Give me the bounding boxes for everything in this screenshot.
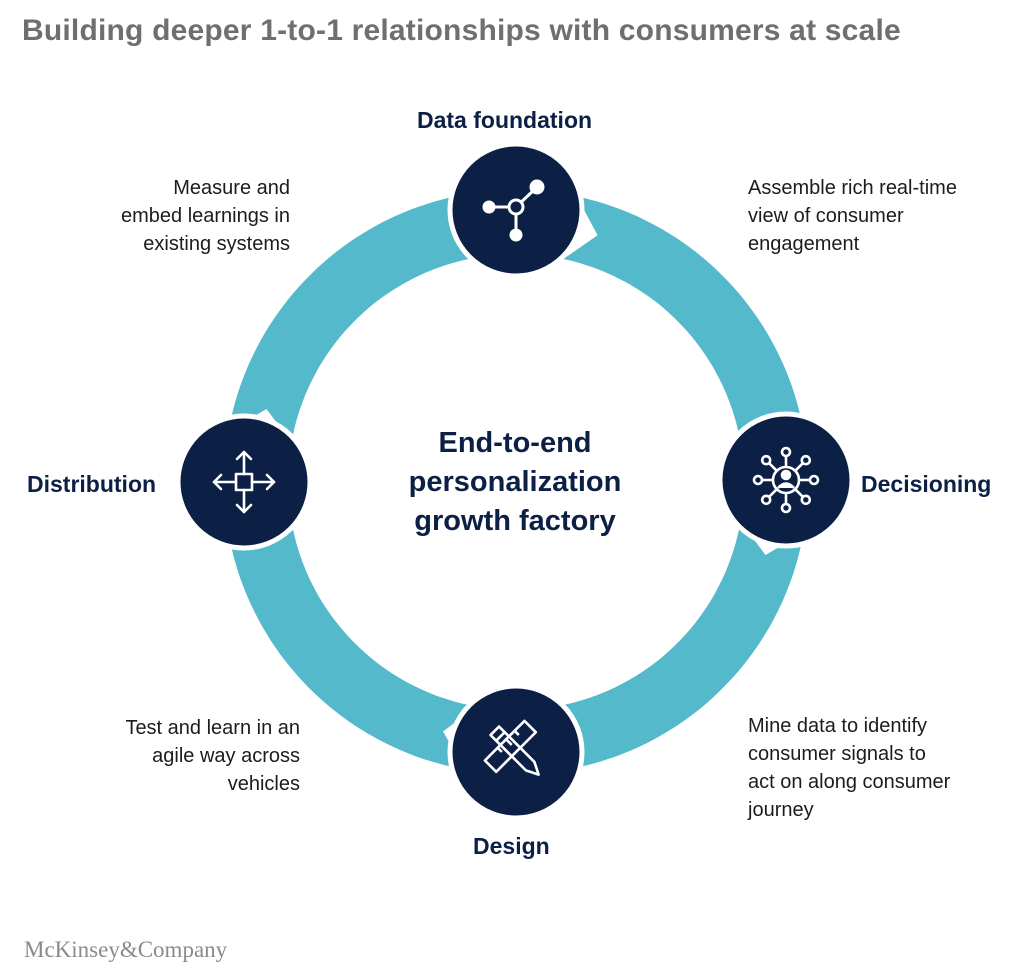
- hub-spoke: [768, 462, 778, 472]
- cycle-arrow-segment: [563, 196, 769, 383]
- center-line: personalization: [408, 466, 622, 498]
- stage-label-distribution: Distribution: [27, 471, 157, 497]
- description-line: Test and learn in an: [125, 717, 300, 739]
- stage-label-decisioning: Decisioning: [861, 471, 992, 497]
- person-hub-icon: [752, 446, 820, 514]
- cycle-arrow-segment: [263, 581, 477, 770]
- node-distribution: [175, 413, 313, 551]
- hub-node: [760, 494, 772, 506]
- pencil-ruler-icon: [483, 719, 540, 776]
- description-line: view of consumer: [748, 205, 904, 227]
- hub-node: [808, 474, 820, 486]
- description-line: consumer signals to: [748, 743, 926, 765]
- node-decisioning: [717, 411, 855, 549]
- hub-spoke: [768, 488, 778, 498]
- description-line: existing systems: [143, 233, 290, 255]
- node-design: [447, 683, 585, 821]
- page-title: Building deeper 1-to-1 relationships wit…: [22, 14, 901, 47]
- description-line: Mine data to identify: [748, 715, 927, 737]
- cycle-arrow-segment: [228, 234, 408, 443]
- center-line: End-to-end: [438, 427, 592, 459]
- stage-label-design: Design: [473, 833, 550, 859]
- hub-spoke: [794, 488, 804, 498]
- description-line: embed learnings in: [121, 205, 290, 227]
- hub-node: [760, 454, 772, 466]
- move-arrows-icon: [212, 450, 276, 514]
- center-line: growth factory: [414, 505, 616, 537]
- node-data-foundation: [447, 141, 585, 279]
- cycle-arrow-segment: [624, 521, 804, 730]
- description-top-left: Measure and embed learnings in existing …: [60, 174, 290, 258]
- description-bottom-left: Test and learn in an agile way across ve…: [60, 714, 300, 798]
- hub-node: [800, 494, 812, 506]
- description-top-right: Assemble rich real-time view of consumer…: [748, 174, 957, 258]
- description-bottom-right: Mine data to identify consumer signals t…: [748, 712, 950, 824]
- hub-node: [780, 446, 792, 458]
- brand-logo: McKinsey&Company: [24, 937, 228, 962]
- description-line: vehicles: [227, 773, 300, 795]
- description-line: act on along consumer: [748, 771, 951, 793]
- center-title: End-to-end personalization growth factor…: [370, 424, 660, 541]
- description-line: Assemble rich real-time: [748, 177, 957, 199]
- hub-spoke: [794, 462, 804, 472]
- stage-label-data-foundation: Data foundation: [417, 107, 593, 133]
- hub-node: [800, 454, 812, 466]
- description-line: Measure and: [173, 177, 290, 199]
- hub-node: [780, 502, 792, 514]
- description-line: engagement: [748, 233, 860, 255]
- description-line: agile way across: [152, 745, 300, 767]
- description-line: journey: [748, 799, 814, 821]
- network-nodes-icon: [482, 179, 545, 242]
- hub-node: [752, 474, 764, 486]
